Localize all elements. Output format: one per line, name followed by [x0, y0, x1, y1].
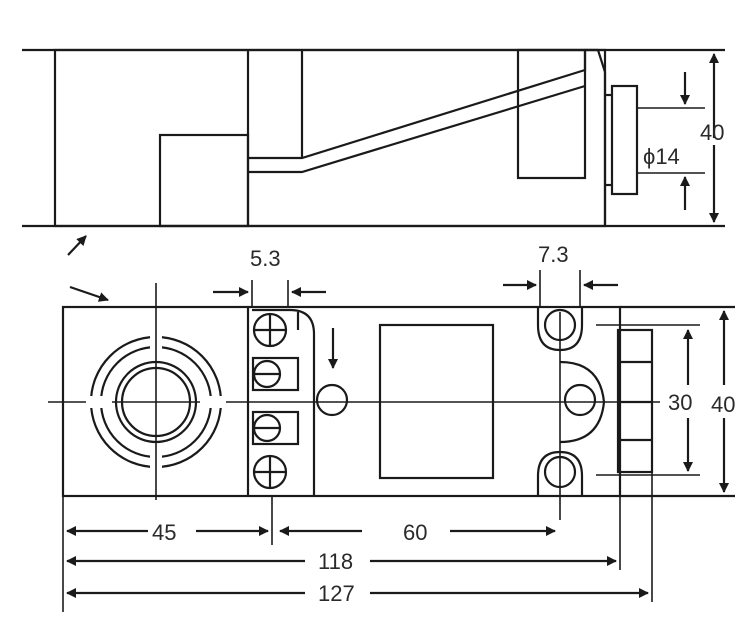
screw-housing-outline: [252, 308, 316, 496]
leader-arrow-lower: [69, 285, 109, 302]
gland-slot-right: [200, 396, 226, 408]
lock-nut: [610, 84, 639, 196]
sensor-face: [585, 48, 607, 226]
top-body-outline: [53, 48, 607, 228]
cable-gland: [86, 283, 226, 500]
terminal-screws: [251, 308, 316, 496]
gap-left-label: 5.3: [250, 246, 281, 271]
screw-4-slot: [254, 456, 286, 488]
span-60-label: 60: [403, 520, 427, 545]
side-outer-height-label: 40: [711, 392, 735, 417]
top-dimensions: 40 ϕ14: [643, 53, 724, 223]
ramp-lower-edge: [248, 84, 586, 174]
span-45-label: 45: [152, 520, 176, 545]
top-diameter-label: ϕ14: [643, 144, 680, 169]
mounting-section: [536, 307, 700, 520]
center-boss: [559, 360, 606, 444]
indicator-led: [315, 383, 349, 417]
gap-right-label: 7.3: [538, 242, 569, 267]
side-dimensions: 5.3 7.3 30 40: [213, 242, 735, 493]
ramp-upper-edge: [248, 50, 587, 160]
label-window: [378, 323, 495, 480]
bottom-dimensions: 45 60 118 127: [62, 472, 653, 612]
gland-slot-left: [86, 396, 112, 408]
top-height-label: 40: [700, 120, 724, 145]
top-view: [22, 48, 725, 228]
span-127-label: 127: [318, 581, 355, 606]
terminal-block: [158, 133, 250, 228]
leader-arrow-upper: [67, 235, 87, 256]
side-inner-height-label: 30: [668, 390, 692, 415]
sensor-block: [516, 48, 587, 180]
span-118-label: 118: [318, 549, 353, 574]
screw-1-slot: [254, 314, 286, 346]
center-hole: [563, 383, 597, 417]
